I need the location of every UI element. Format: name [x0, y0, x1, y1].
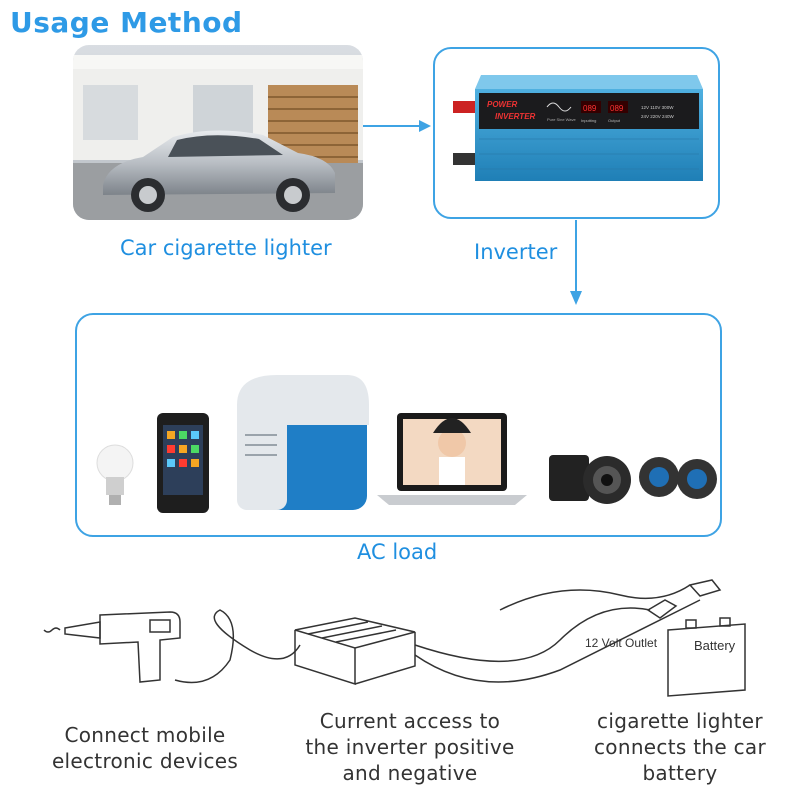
camera-icon [549, 455, 631, 504]
caption-right: cigarette lighter connects the car batte… [565, 708, 795, 786]
output-caption: Output [608, 118, 621, 123]
ac-load-label: AC load [357, 540, 438, 564]
page-title: Usage Method [10, 6, 243, 39]
car-photo [73, 45, 363, 220]
negative-terminal [453, 153, 475, 165]
input-display: 089 [583, 104, 597, 113]
laptop-icon [377, 413, 527, 505]
battery-icon [667, 617, 746, 697]
caption-middle-line-1: Current access to [319, 709, 501, 733]
smartphone-icon [157, 413, 209, 513]
car-label: Car cigarette lighter [120, 236, 332, 260]
inverter-label: Inverter [474, 240, 558, 264]
positive-terminal [453, 101, 475, 113]
caption-right-line-2: connects the car [594, 735, 766, 759]
spec-row-2: 24V 220V 240W [641, 114, 675, 119]
caption-left-line-1: Connect mobile [64, 723, 226, 747]
inverter-panel: POWER INVERTER Pure Sine Wave 089 Inputt… [433, 47, 720, 219]
car-fridge-icon [237, 375, 369, 510]
outlet-label: 12 Volt Outlet [585, 636, 658, 650]
caption-middle-line-2: the inverter positive [305, 735, 515, 759]
inverter-sketch-icon [294, 617, 416, 686]
wave-caption: Pure Sine Wave [547, 117, 577, 122]
output-display: 089 [610, 104, 624, 113]
arrow-down-icon [570, 291, 582, 305]
brand-line-1: POWER [487, 100, 517, 109]
inverter-image: POWER INVERTER Pure Sine Wave 089 Inputt… [453, 75, 703, 181]
drill-icon [43, 611, 181, 683]
spec-row-1: 12V 110V 300W [641, 105, 674, 110]
light-bulb-icon [96, 444, 134, 505]
ac-load-panel [75, 313, 722, 537]
caption-middle: Current access to the inverter positive … [285, 708, 535, 786]
car-image [73, 45, 363, 220]
caption-left-line-2: electronic devices [51, 749, 239, 773]
clamp-icon [646, 599, 678, 619]
battery-label: Battery [694, 638, 736, 653]
caption-right-line-3: battery [642, 761, 718, 785]
sine-wave-icon [546, 102, 572, 112]
brand-line-2: INVERTER [495, 112, 536, 121]
caption-middle-line-3: and negative [342, 761, 478, 785]
speakers-icon [639, 457, 717, 499]
caption-right-line-1: cigarette lighter [597, 709, 763, 733]
wiring-sketch: 12 Volt Outlet Battery [43, 579, 746, 697]
arrow-right-icon [419, 120, 431, 132]
caption-left: Connect mobile electronic devices [30, 722, 260, 774]
input-caption: Inputting [581, 118, 596, 123]
